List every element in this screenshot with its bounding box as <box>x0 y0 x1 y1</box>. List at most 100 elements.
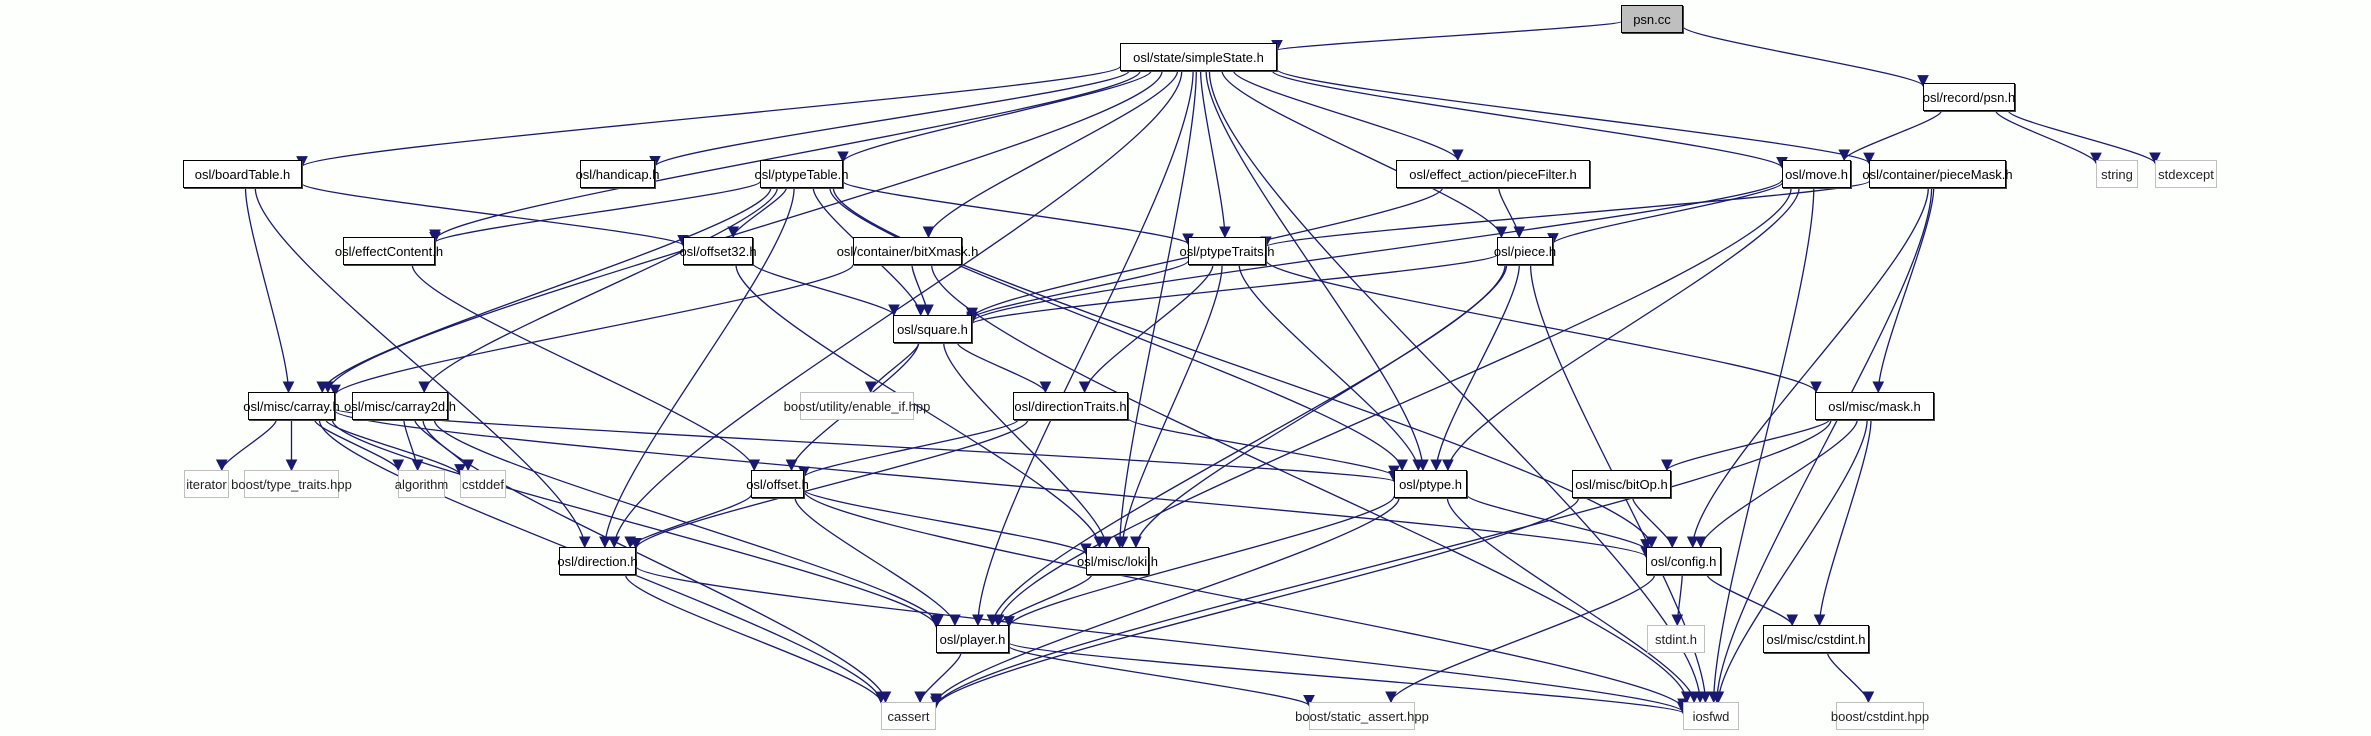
edge-ptypeTraits-to-square <box>966 260 1189 320</box>
node-handicap[interactable]: osl/handicap.h <box>576 160 659 188</box>
edge-simpleState-to-loki <box>1113 70 1197 549</box>
node-label: osl/misc/mask.h <box>1828 398 1921 414</box>
edge-cstdint-to-boost_cstdint <box>1826 652 1875 704</box>
node-pieceFilter[interactable]: osl/effect_action/pieceFilter.h <box>1396 160 1590 188</box>
node-cassert: cassert <box>881 702 936 730</box>
node-directionTraits[interactable]: osl/directionTraits.h <box>1013 392 1128 420</box>
node-carray[interactable]: osl/misc/carray.h <box>243 392 340 420</box>
node-ptype[interactable]: osl/ptype.h <box>1394 470 1467 498</box>
edge-move-to-player <box>992 187 1792 627</box>
node-iterator: iterator <box>184 470 229 498</box>
node-boardTable[interactable]: osl/boardTable.h <box>183 160 302 188</box>
edge-piece-to-ptype <box>1430 264 1520 472</box>
edge-offset-to-player <box>794 497 961 627</box>
node-label: boost/cstdint.hpp <box>1830 708 1930 724</box>
edge-record_psn-to-stdexcept <box>2007 110 2161 165</box>
node-mask[interactable]: osl/misc/mask.h <box>1815 392 1934 420</box>
edge-record_psn-to-string <box>1995 110 2102 165</box>
node-label: osl/misc/bitOp.h <box>1575 476 1668 492</box>
node-ptypeTraits[interactable]: osl/ptypeTraits.h <box>1180 237 1274 265</box>
edge-move-to-ptype <box>1442 187 1800 472</box>
edge-boardTable-to-direction <box>254 187 591 549</box>
edge-bitOp-to-config <box>1632 497 1679 549</box>
edge-ptypeTable-to-offset32 <box>727 187 787 239</box>
edge-pieceMask-to-config <box>1686 187 1929 549</box>
edge-simpleState-to-ptypeTraits <box>1199 70 1231 239</box>
edge-simpleState-to-ptype <box>1205 70 1429 472</box>
edge-ptype-to-player <box>1003 496 1395 628</box>
node-carray2d[interactable]: osl/misc/carray2d.h <box>344 392 456 420</box>
edge-simpleState-to-piece <box>1221 70 1508 239</box>
edge-pieceMask-to-mask <box>1872 187 1935 394</box>
node-effectContent[interactable]: osl/effectContent.h <box>335 237 443 265</box>
edge-directionTraits-to-direction <box>630 419 1029 550</box>
node-cstdint[interactable]: osl/misc/cstdint.h <box>1763 625 1869 653</box>
edge-ptypeTraits-to-ptype <box>1238 264 1425 472</box>
edge-bitOp-to-cassert <box>930 497 1580 709</box>
node-psn-cc[interactable]: psn.cc <box>1621 5 1683 33</box>
edge-carray-to-algorithm <box>314 419 404 472</box>
node-label: boost/type_traits.hpp <box>231 476 352 492</box>
node-label: osl/misc/loki.h <box>1077 553 1158 569</box>
edge-ptypeTraits-to-directionTraits <box>1078 264 1214 394</box>
node-label: osl/handicap.h <box>575 166 660 182</box>
node-piece[interactable]: osl/piece.h <box>1494 237 1556 265</box>
edge-boardTable-to-carray <box>244 187 295 394</box>
edge-player-to-iosfwd <box>1008 642 1689 715</box>
node-cstddef: cstddef <box>460 470 506 498</box>
edge-carray2d-to-cassert <box>422 419 892 704</box>
node-label: osl/square.h <box>897 321 968 337</box>
node-square[interactable]: osl/square.h <box>893 315 972 343</box>
node-record-psn[interactable]: osl/record/psn.h <box>1923 83 2015 111</box>
edge-simpleState-to-ptypeTable <box>837 70 1152 163</box>
edge-ptypeTable-to-effectContent <box>429 181 761 244</box>
edge-carray-to-cstddef <box>325 419 466 476</box>
edge-piece-to-loki <box>1130 264 1508 549</box>
node-algorithm: algorithm <box>395 470 448 498</box>
node-label: cassert <box>887 708 930 724</box>
node-stdint: stdint.h <box>1647 625 1705 653</box>
edge-piece-to-square <box>966 254 1498 325</box>
node-enable-if: boost/utility/enable_if.hpp <box>784 392 930 420</box>
node-offset32[interactable]: osl/offset32.h <box>679 237 757 265</box>
edge-simpleState-to-effectContent <box>429 70 1141 242</box>
edge-layer <box>216 20 2161 715</box>
node-label: string <box>2101 166 2133 182</box>
edge-player-to-cassert <box>914 652 962 704</box>
node-simpleState[interactable]: osl/state/simpleState.h <box>1120 43 1277 71</box>
node-label: cstddef <box>462 476 504 492</box>
node-player[interactable]: osl/player.h <box>936 625 1009 653</box>
edge-offset32-to-loki <box>735 264 1106 549</box>
edge-ptypeTable-to-ptype <box>829 187 1408 472</box>
node-label: osl/ptype.h <box>1399 476 1462 492</box>
node-iosfwd: iosfwd <box>1683 702 1739 730</box>
node-label: boost/utility/enable_if.hpp <box>783 398 931 414</box>
edge-carray-to-config <box>334 410 1652 558</box>
edge-simpleState-to-boardTable <box>296 66 1121 168</box>
edge-simpleState-to-pieceFilter <box>1233 70 1464 162</box>
edge-config-to-cstdint <box>1706 574 1798 627</box>
edge-move-to-square <box>966 179 1783 324</box>
node-label: osl/container/pieceMask.h <box>1862 166 2013 182</box>
edge-direction-to-iosfwd <box>635 565 1689 714</box>
node-bitXmask[interactable]: osl/container/bitXmask.h <box>837 237 978 265</box>
node-pieceMask[interactable]: osl/container/pieceMask.h <box>1862 160 2013 188</box>
edge-ptypeTable-to-ptypeTraits <box>842 180 1194 246</box>
node-label: osl/state/simpleState.h <box>1133 49 1264 65</box>
node-label: osl/record/psn.h <box>1922 89 2016 105</box>
node-label: iosfwd <box>1692 708 1730 724</box>
node-loki[interactable]: osl/misc/loki.h <box>1077 547 1158 575</box>
node-offset[interactable]: osl/offset.h <box>746 470 809 498</box>
node-direction[interactable]: osl/direction.h <box>557 547 638 575</box>
edge-move-to-iosfwd <box>1707 187 1815 704</box>
node-static-assert: boost/static_assert.hpp <box>1295 702 1429 730</box>
node-move[interactable]: osl/move.h <box>1782 160 1851 188</box>
edge-pieceFilter-to-piece <box>1498 187 1526 239</box>
edge-pieceMask-to-ptypeTraits <box>1260 180 1870 248</box>
edge-directionTraits-to-offset <box>798 419 1019 479</box>
node-label: osl/container/bitXmask.h <box>836 243 979 259</box>
node-ptypeTable[interactable]: osl/ptypeTable.h <box>755 160 848 188</box>
node-bitOp[interactable]: osl/misc/bitOp.h <box>1572 470 1671 498</box>
node-config[interactable]: osl/config.h <box>1646 547 1721 575</box>
edge-psn_cc-to-simpleState <box>1271 20 1622 52</box>
